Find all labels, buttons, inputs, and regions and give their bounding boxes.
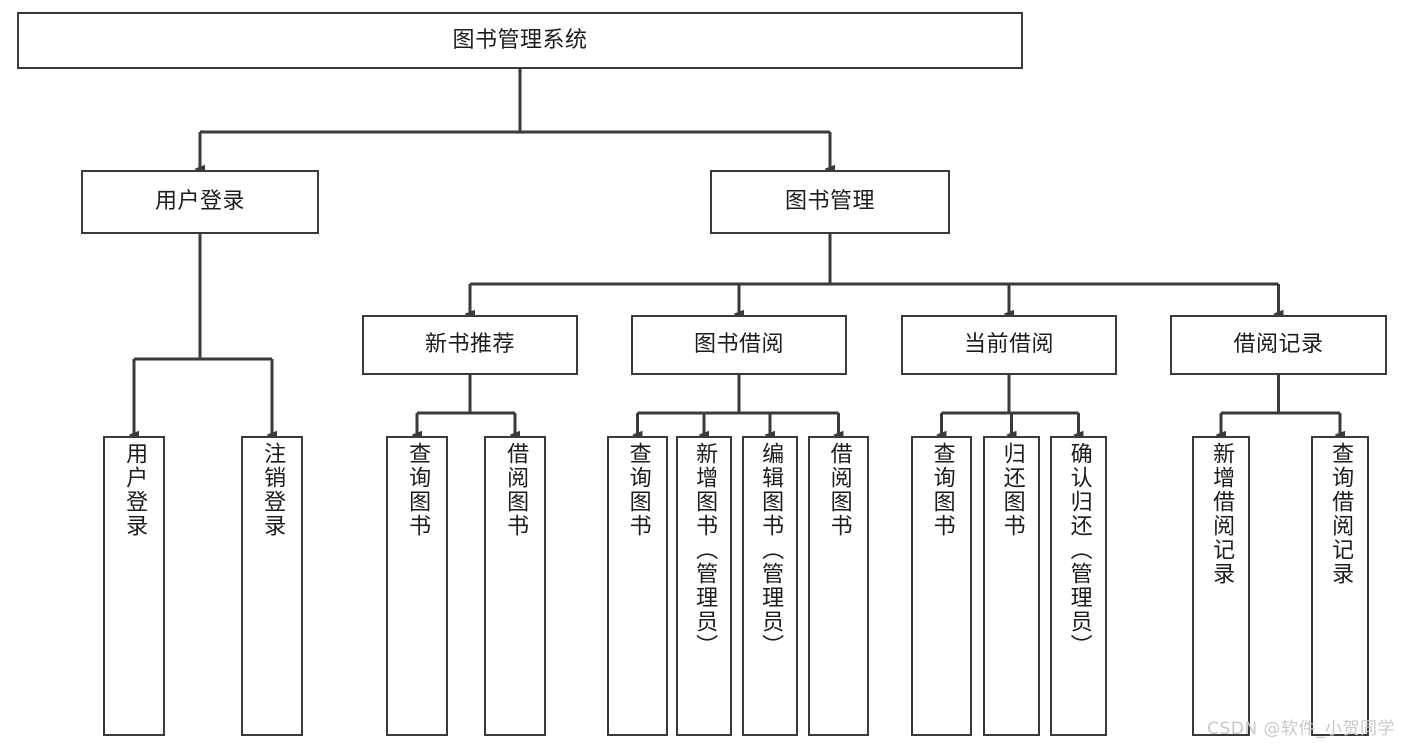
node-label: 归还图书: [999, 442, 1025, 538]
node-label: 借阅图书: [826, 442, 852, 538]
node-leaf-borrow-book-1[interactable]: 借阅图书: [484, 436, 546, 736]
node-label: 当前借阅: [963, 332, 1054, 358]
node-leaf-confirm-return-admin[interactable]: 确认归还（管理员）: [1050, 436, 1107, 736]
node-label: 用户登录: [154, 189, 245, 215]
node-leaf-borrow-book-2[interactable]: 借阅图书: [808, 436, 869, 736]
node-leaf-query-book-2[interactable]: 查询图书: [607, 436, 668, 736]
node-leaf-edit-book-admin[interactable]: 编辑图书（管理员）: [742, 436, 798, 736]
node-label: 注销登录: [260, 442, 286, 538]
node-leaf-add-borrow-record[interactable]: 新增借阅记录: [1192, 436, 1250, 736]
node-user-login[interactable]: 用户登录: [81, 170, 319, 234]
node-borrow-record[interactable]: 借阅记录: [1170, 315, 1387, 375]
watermark-text: CSDN @软件_小贺同学: [1207, 719, 1395, 739]
node-label: 查询借阅记录: [1328, 442, 1354, 586]
node-label: 借阅图书: [503, 442, 529, 538]
node-label: 图书管理: [784, 189, 875, 215]
node-label: 查询图书: [625, 442, 651, 538]
node-label: 用户登录: [122, 442, 148, 538]
node-root[interactable]: 图书管理系统: [17, 12, 1023, 69]
node-label: 图书借阅: [693, 332, 784, 358]
node-label: 查询图书: [405, 442, 431, 538]
node-label: 借阅记录: [1233, 332, 1324, 358]
node-label: 查询图书: [929, 442, 955, 538]
node-leaf-query-book-3[interactable]: 查询图书: [911, 436, 972, 736]
node-leaf-add-book-admin[interactable]: 新增图书（管理员）: [676, 436, 732, 736]
node-leaf-return-book[interactable]: 归还图书: [983, 436, 1040, 736]
node-leaf-query-borrow-record[interactable]: 查询借阅记录: [1311, 436, 1369, 736]
node-book-borrow[interactable]: 图书借阅: [631, 315, 847, 375]
node-label: 新增借阅记录: [1209, 442, 1235, 586]
node-label: 新书推荐: [424, 332, 515, 358]
node-label: 确认归还（管理员）: [1066, 442, 1092, 658]
node-book-manage[interactable]: 图书管理: [710, 170, 950, 234]
node-new-book-recommend[interactable]: 新书推荐: [362, 315, 578, 375]
node-label: 编辑图书（管理员）: [758, 442, 784, 658]
node-label: 图书管理系统: [452, 27, 588, 53]
node-leaf-query-book-1[interactable]: 查询图书: [386, 436, 448, 736]
node-leaf-logout[interactable]: 注销登录: [241, 436, 303, 736]
node-current-borrow[interactable]: 当前借阅: [901, 315, 1117, 375]
node-label: 新增图书（管理员）: [692, 442, 718, 658]
node-leaf-user-login[interactable]: 用户登录: [103, 436, 165, 736]
